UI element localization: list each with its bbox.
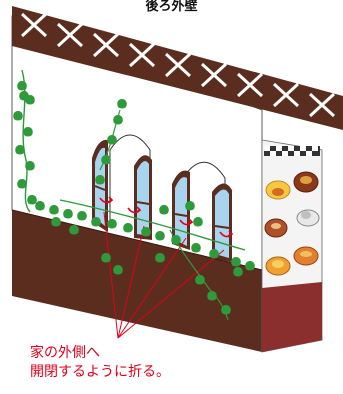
menu-panel-lower xyxy=(262,282,322,352)
fold-instruction-line2: 開閉するように折る。 xyxy=(30,363,170,382)
fold-instruction: 家の外側へ 開閉するように折る。 xyxy=(30,344,170,382)
diagram-title: 後ろ外壁 xyxy=(0,0,343,14)
fold-instruction-line1: 家の外側へ xyxy=(30,344,170,363)
window-shutter-2 xyxy=(134,155,152,240)
menu-checker-strip xyxy=(264,146,320,156)
